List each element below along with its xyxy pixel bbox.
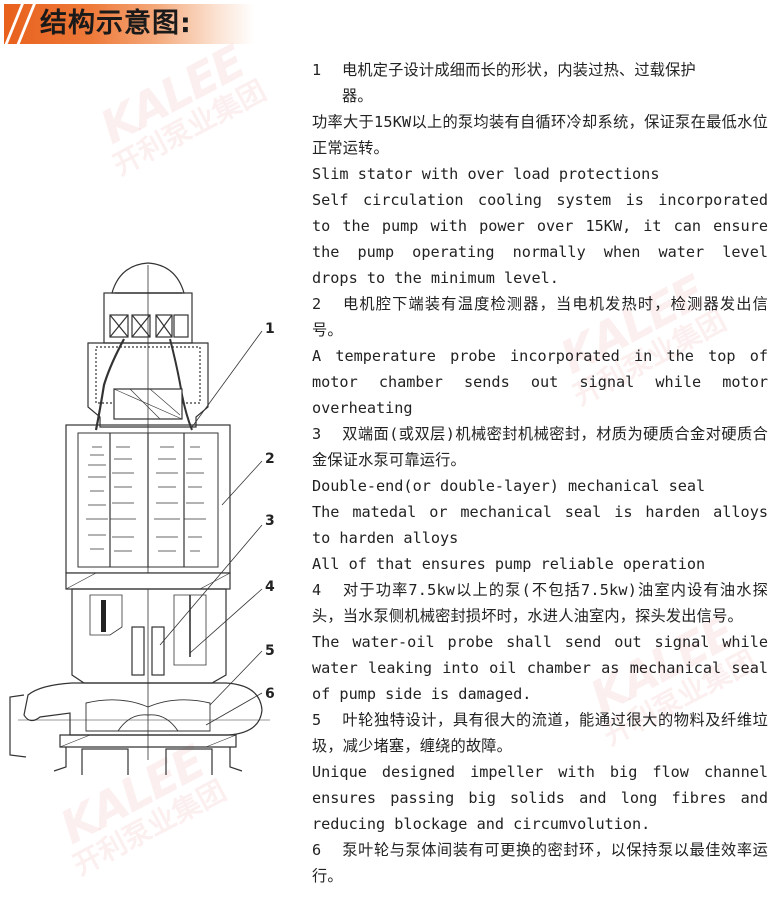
callout-1: 1 bbox=[265, 321, 275, 337]
page-title: 结构示意图: bbox=[40, 8, 192, 39]
feature-1-cn-extra: 功率大于15KW以上的泵均装有自循环冷却系统，保证泵在最低水位正常运转。 bbox=[312, 113, 768, 157]
feature-1-en-title: Slim stator with over load protections bbox=[312, 165, 660, 183]
watermark-logo: KALEE 开利泵业集团 bbox=[91, 34, 272, 182]
feature-4-en: The water-oil probe shall send out signa… bbox=[312, 633, 768, 703]
feature-2-en: A temperature probe incorporated in the … bbox=[312, 347, 768, 417]
feature-3-en-title: Double-end(or double-layer) mechanical s… bbox=[312, 477, 706, 495]
feature-5-en: Unique designed impeller with big flow c… bbox=[312, 763, 768, 833]
header-gradient-bar bbox=[4, 4, 254, 44]
callout-5: 5 bbox=[265, 643, 275, 659]
section-header: 结构示意图: bbox=[0, 0, 773, 48]
pump-cross-section-diagram: 1 2 3 4 5 6 bbox=[0, 255, 300, 780]
feature-1-en-body: Self circulation cooling system is incor… bbox=[312, 191, 768, 287]
header-stripes-decoration bbox=[4, 4, 40, 44]
callout-4: 4 bbox=[265, 579, 275, 595]
feature-3-en-body: The matedal or mechanical seal is harden… bbox=[312, 503, 768, 547]
callout-6: 6 bbox=[265, 686, 275, 702]
feature-3-en-summary: All of that ensures pump reliable operat… bbox=[312, 555, 706, 573]
callout-2: 2 bbox=[265, 451, 275, 467]
feature-1-cn-continued: 器。 bbox=[342, 87, 373, 105]
callout-3: 3 bbox=[265, 513, 275, 529]
